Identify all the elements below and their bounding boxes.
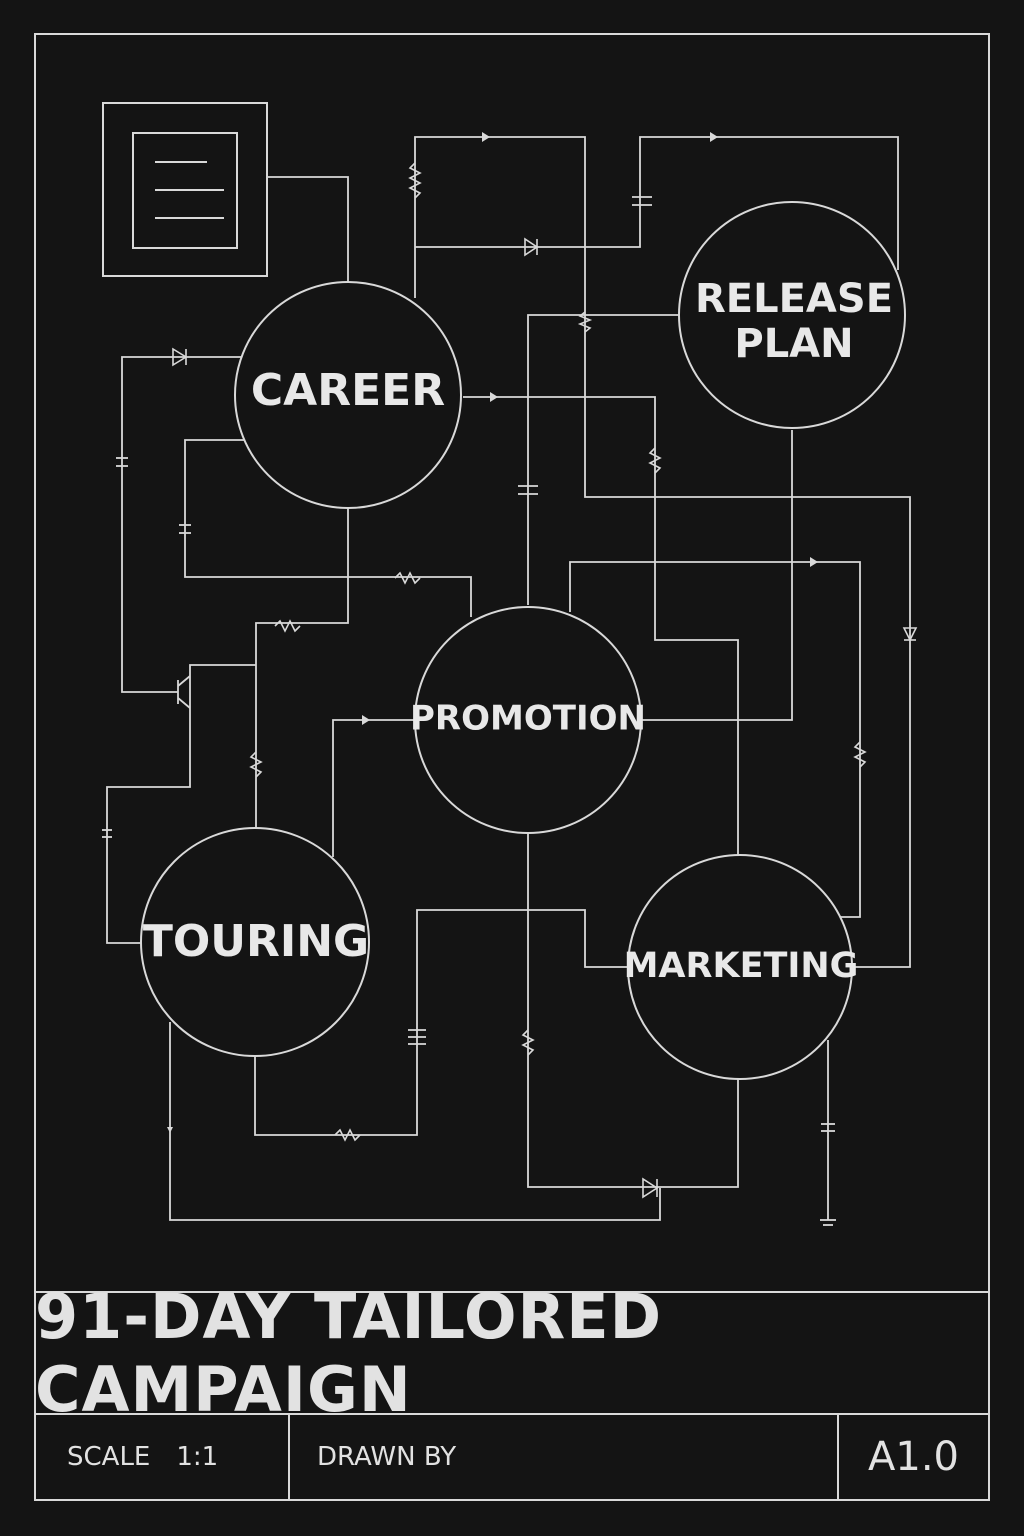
node-promotion-label: PROMOTION xyxy=(410,699,646,739)
ground-icon xyxy=(820,1219,836,1226)
node-marketing-label: MARKETING xyxy=(624,946,859,986)
campaign-title: 91-DAY TAILORED CAMPAIGN xyxy=(35,1280,663,1426)
node-touring xyxy=(140,827,370,1057)
node-marketing xyxy=(627,854,853,1080)
transistor-icon xyxy=(177,675,191,709)
capacitor-icon xyxy=(102,196,835,1132)
resistor-icon xyxy=(249,162,867,1142)
drawing-border xyxy=(34,33,990,1501)
wires xyxy=(106,136,911,1221)
document-icon xyxy=(102,102,268,277)
drawn-by-label: DRAWN BY xyxy=(317,1442,457,1472)
title-banner: 91-DAY TAILORED CAMPAIGN xyxy=(35,1280,989,1426)
node-release-plan-label-1: RELEASE xyxy=(695,276,893,322)
title-block-drawn-by: DRAWN BY xyxy=(289,1414,838,1500)
title-block-scale: SCALE 1:1 xyxy=(35,1414,289,1500)
node-promotion xyxy=(414,606,642,834)
node-career xyxy=(234,281,462,509)
title-block-revision: A1.0 xyxy=(838,1414,989,1500)
node-touring-label: TOURING xyxy=(143,916,369,967)
revision-label: A1.0 xyxy=(868,1434,959,1480)
node-release-plan-label-2: PLAN xyxy=(734,321,853,367)
node-career-label: CAREER xyxy=(251,365,445,416)
diode-icon xyxy=(172,237,918,1199)
arrow-icon xyxy=(167,132,818,1133)
scale-value: 1:1 xyxy=(176,1442,219,1472)
node-release-plan xyxy=(678,201,906,429)
scale-label: SCALE xyxy=(67,1442,151,1472)
